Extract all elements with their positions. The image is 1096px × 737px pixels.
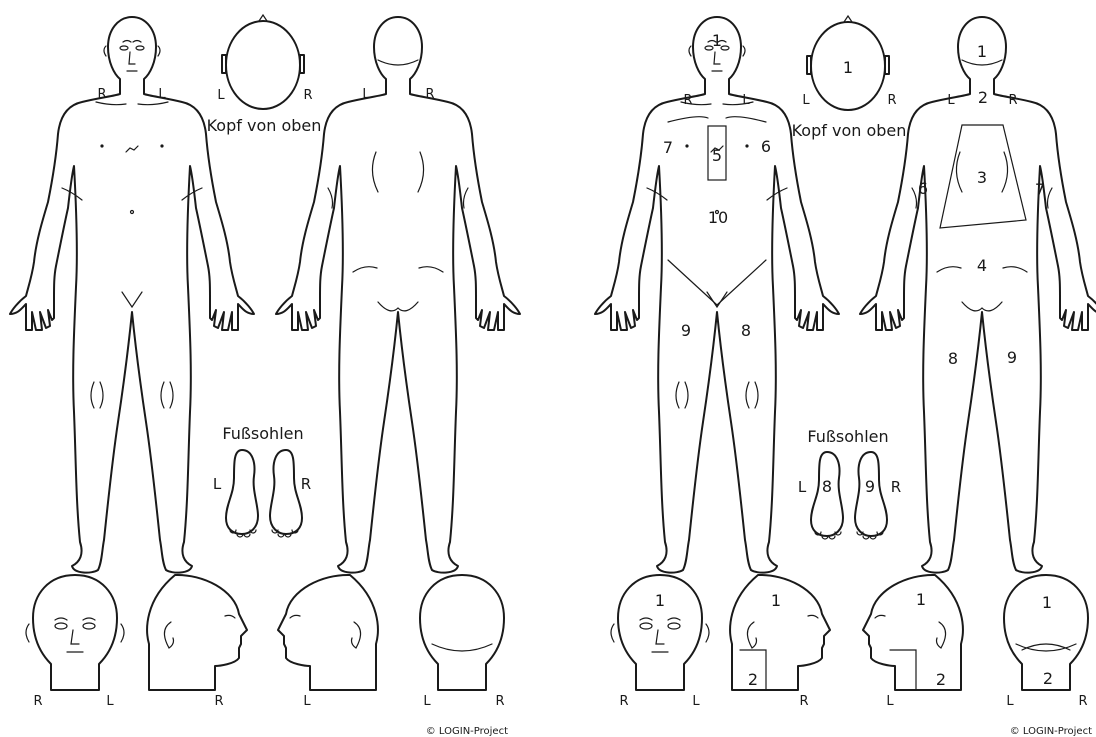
side-label-r: R xyxy=(619,694,628,709)
side-label-l: L xyxy=(303,694,311,709)
zone-label-9: 9 xyxy=(681,321,691,340)
side-label-r: R xyxy=(303,88,312,103)
zone-label-1: 1 xyxy=(1042,593,1052,612)
side-label-r: R xyxy=(33,694,42,709)
zone-label-7: 7 xyxy=(1035,180,1045,199)
head-top-figure xyxy=(222,15,304,109)
side-label-l: L xyxy=(1006,694,1014,709)
soles-title: Fußsohlen xyxy=(222,424,303,443)
side-label-l: L xyxy=(423,694,431,709)
zone-label-2: 2 xyxy=(978,88,988,107)
head-side-left-figure-zoned xyxy=(863,575,963,690)
zone-label-8: 8 xyxy=(741,321,751,340)
zone-label-9: 9 xyxy=(865,477,875,496)
side-label-l: L xyxy=(362,87,370,102)
side-label-l: L xyxy=(158,87,166,102)
right-sole-figure xyxy=(270,450,302,537)
zone-label-2: 2 xyxy=(1043,669,1053,688)
zone-label-1: 1 xyxy=(655,591,665,610)
side-label-r: R xyxy=(495,694,504,709)
zone-label-7: 7 xyxy=(663,138,673,157)
side-label-l: L xyxy=(886,694,894,709)
side-label-r: R xyxy=(683,93,692,108)
soles-title: Fußsohlen xyxy=(807,427,888,446)
zone-label-6: 6 xyxy=(761,137,771,156)
side-label-r: R xyxy=(97,87,106,102)
head-side-right-figure xyxy=(147,575,247,690)
zone-label-3: 3 xyxy=(977,168,987,187)
panel-labeled-zones: R L L R L R Kopf von oben Fußsohlen L R … xyxy=(595,16,1096,737)
zone-label-1: 1 xyxy=(771,591,781,610)
side-label-r: R xyxy=(425,87,434,102)
zone-label-5: 5 xyxy=(712,146,722,165)
zone-label-8: 8 xyxy=(822,477,832,496)
zone-label-1: 1 xyxy=(977,42,987,61)
side-label-l: L xyxy=(692,694,700,709)
zone-label-10: 10 xyxy=(708,208,728,227)
side-label-r: R xyxy=(214,694,223,709)
head-front-figure xyxy=(26,575,124,690)
head-side-left-figure xyxy=(278,575,378,690)
side-label-r: R xyxy=(1008,93,1017,108)
zone-label-1: 1 xyxy=(916,590,926,609)
side-label-r: R xyxy=(891,478,901,496)
left-sole-figure xyxy=(226,450,258,537)
side-label-l: L xyxy=(798,478,807,496)
zone-label-2: 2 xyxy=(748,670,758,689)
side-label-r: R xyxy=(1078,694,1087,709)
zone-label-4: 4 xyxy=(977,256,987,275)
zone-label-8: 8 xyxy=(948,349,958,368)
zone-label-1: 1 xyxy=(712,31,722,50)
side-label-l: L xyxy=(213,475,222,493)
zone-label-6: 6 xyxy=(918,179,928,198)
head-top-title: Kopf von oben xyxy=(207,116,322,135)
side-label-l: L xyxy=(217,88,225,103)
side-label-r: R xyxy=(301,475,311,493)
side-label-r: R xyxy=(799,694,808,709)
zone-label-1: 1 xyxy=(843,58,853,77)
side-label-l: L xyxy=(742,93,750,108)
back-body-figure xyxy=(276,17,520,573)
copyright-text: © LOGIN-Project xyxy=(1010,726,1092,737)
zone-label-9: 9 xyxy=(1007,348,1017,367)
zone-label-2: 2 xyxy=(936,670,946,689)
side-label-l: L xyxy=(802,93,810,108)
copyright-text: © LOGIN-Project xyxy=(426,726,508,737)
head-top-title: Kopf von oben xyxy=(792,121,907,140)
side-label-l: L xyxy=(106,694,114,709)
panel-unlabeled: R L L R L R Kopf von oben Fußsohlen L R … xyxy=(10,15,520,737)
side-label-r: R xyxy=(887,93,896,108)
side-label-l: L xyxy=(947,93,955,108)
head-back-figure xyxy=(420,575,504,690)
